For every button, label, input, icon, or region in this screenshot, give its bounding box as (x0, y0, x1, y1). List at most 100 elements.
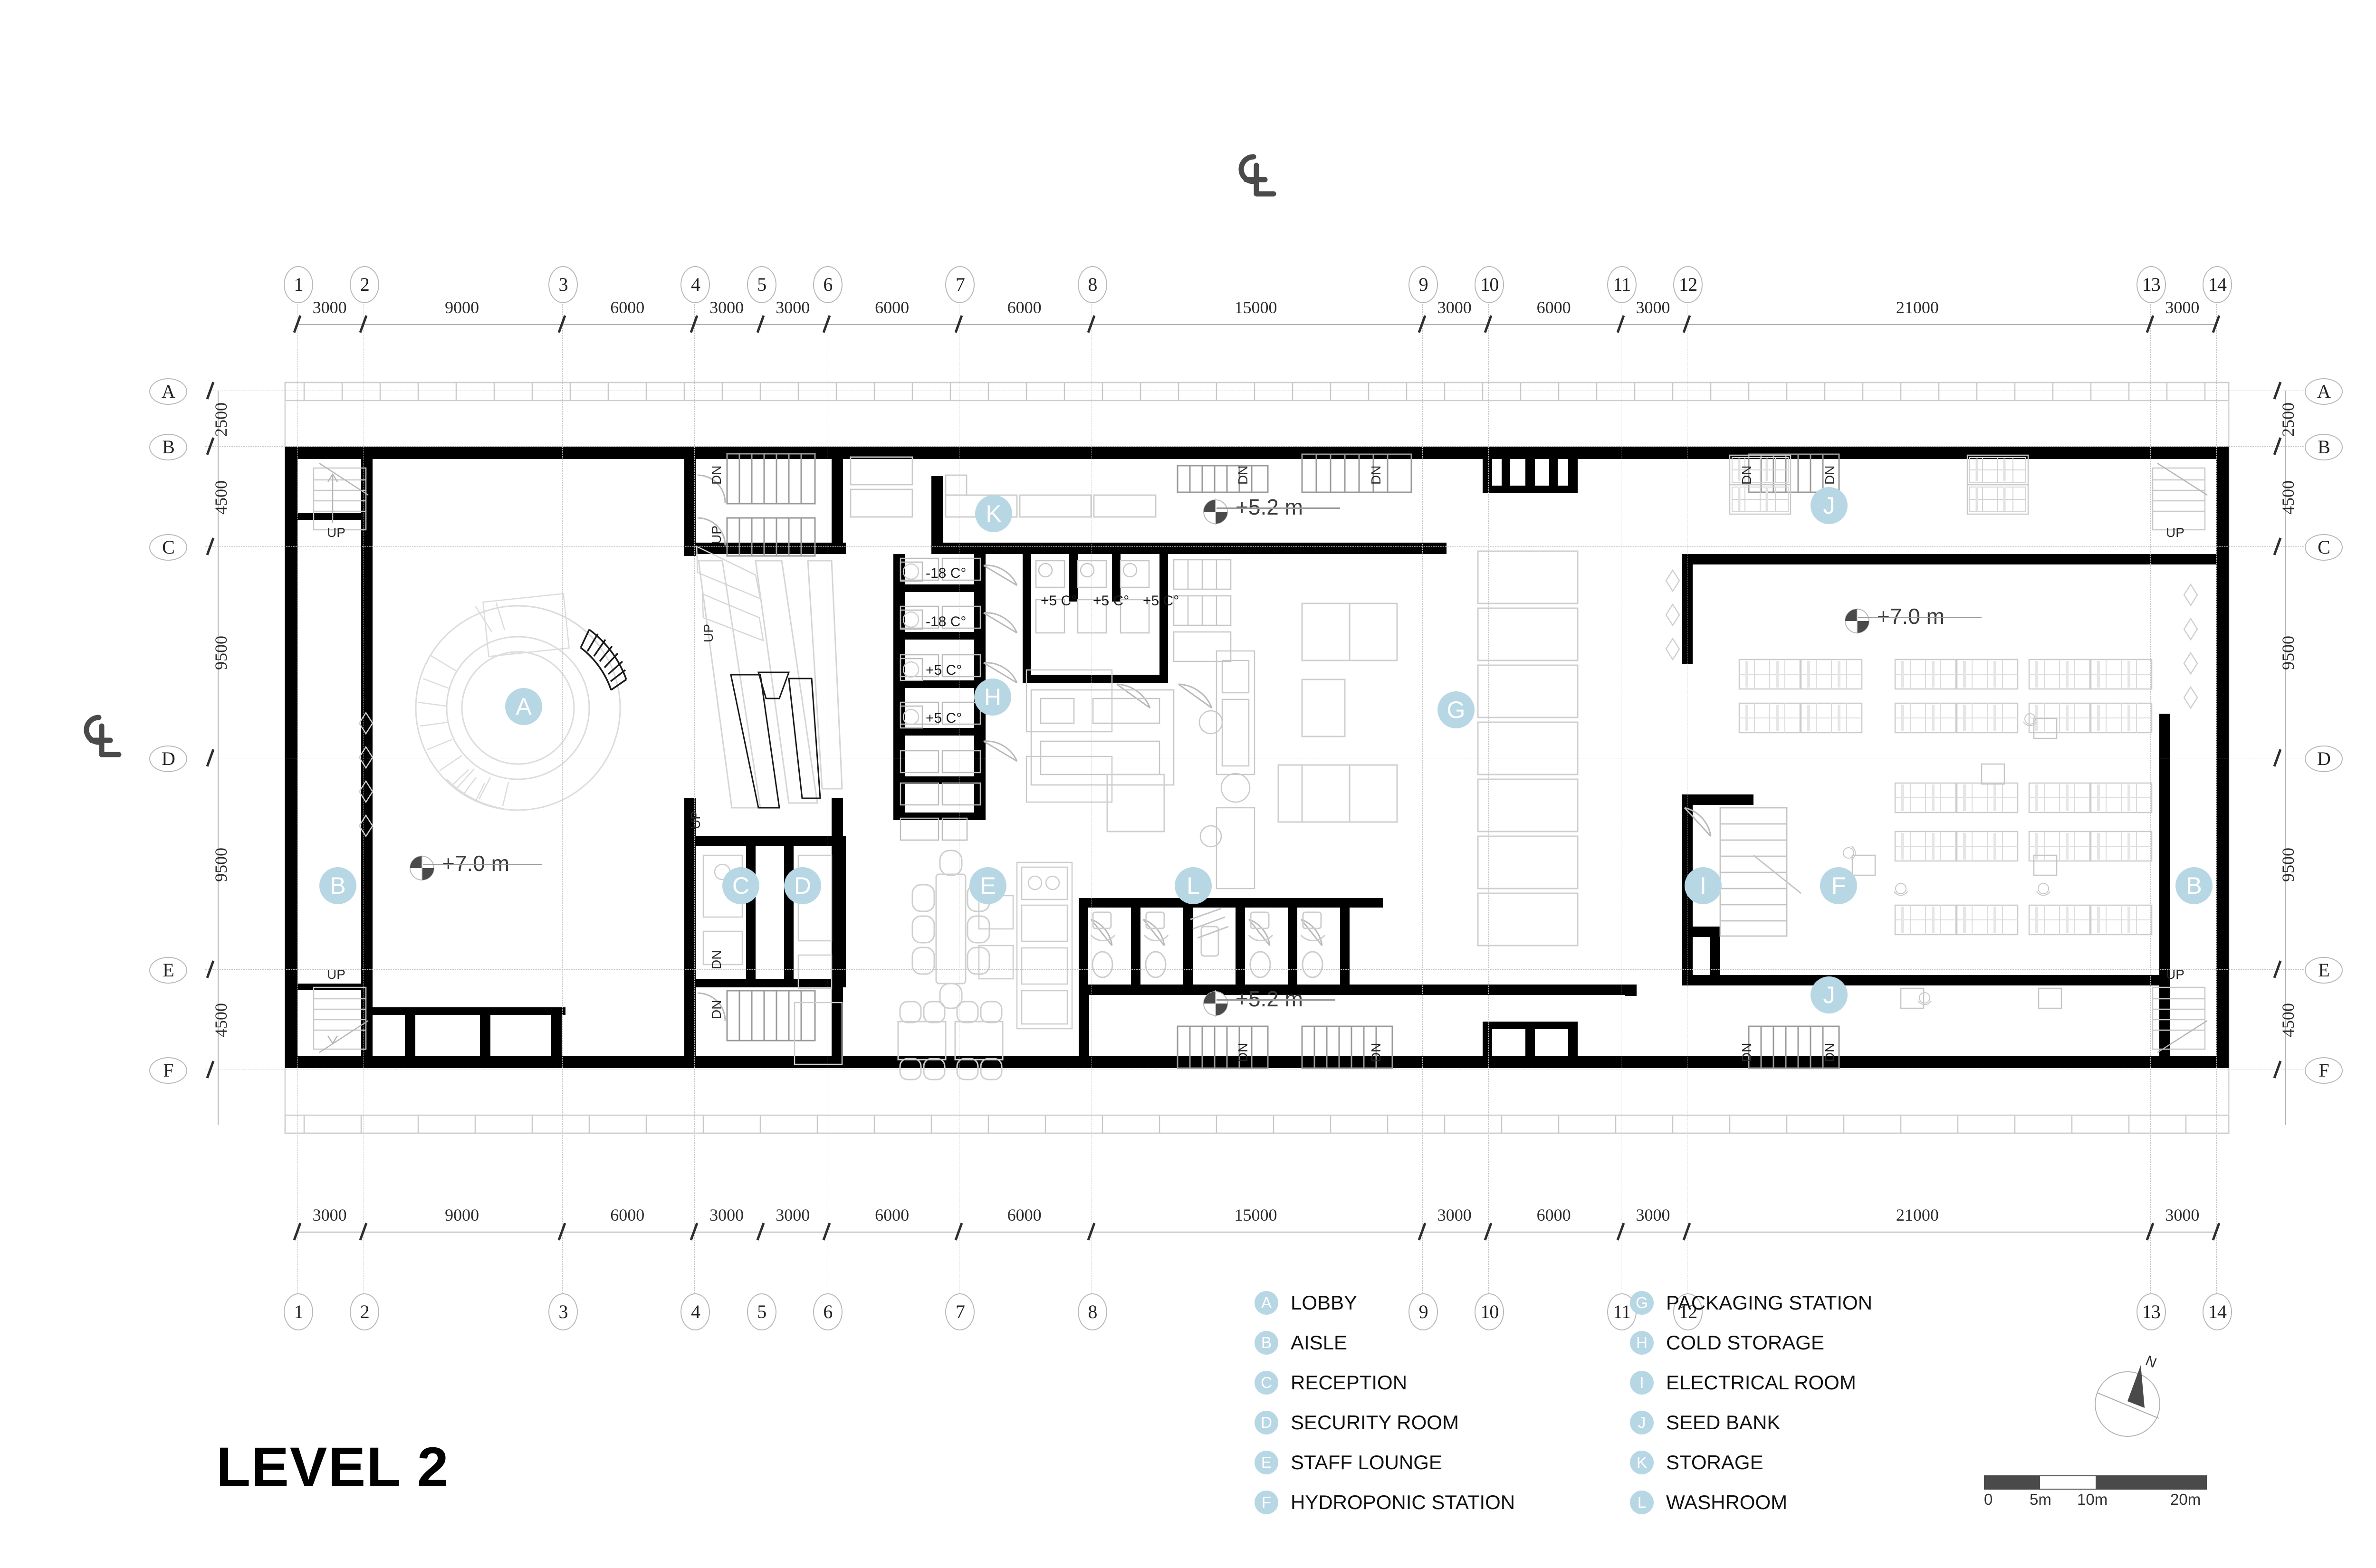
right-vertical-dimension-4: 4500 (2279, 1003, 2298, 1038)
grid-bubble-right-F[interactable]: F (2305, 1057, 2343, 1084)
grid-bubble-top-9[interactable]: 9 (1408, 266, 1438, 303)
legend-label-e: STAFF LOUNGE (1291, 1451, 1442, 1473)
room-marker-packaging-station[interactable]: G (1437, 691, 1475, 728)
room-marker-cold-storage[interactable]: H (974, 679, 1011, 716)
room-marker-hydroponic-station[interactable]: F (1820, 867, 1857, 904)
elevation-symbol-icon (1203, 990, 1228, 1017)
grid-line-horizontal-E (205, 969, 2323, 970)
grid-line-vertical-14 (2216, 304, 2217, 1293)
elevation-tag-3: +7.0 m (1844, 603, 1982, 639)
legend-badge-c: C (1255, 1371, 1278, 1395)
legend-badge-i: I (1630, 1371, 1654, 1395)
room-marker-aisle-left[interactable]: B (319, 867, 356, 904)
grid-bubble-bottom-9[interactable]: 9 (1408, 1293, 1438, 1330)
grid-bubble-right-A[interactable]: A (2305, 378, 2343, 405)
left-vertical-dimension-1: 4500 (211, 480, 230, 515)
legend-label-i: ELECTRICAL ROOM (1666, 1371, 1856, 1394)
grid-bubble-top-10[interactable]: 10 (1475, 266, 1504, 303)
grid-bubble-top-6[interactable]: 6 (813, 266, 843, 303)
right-vertical-dimension-2: 9500 (2279, 636, 2298, 670)
grid-bubble-left-E[interactable]: E (149, 957, 187, 984)
grid-bubble-bottom-1[interactable]: 1 (284, 1293, 313, 1330)
elevation-value: +7.0 m (1877, 604, 1945, 629)
grid-bubble-bottom-7[interactable]: 7 (945, 1293, 975, 1330)
room-marker-security-room[interactable]: D (784, 867, 821, 904)
left-vertical-dimension-4: 4500 (211, 1003, 230, 1038)
room-marker-electrical-room[interactable]: I (1685, 867, 1722, 904)
grid-bubble-top-13[interactable]: 13 (2136, 266, 2166, 303)
stair-label-dn-1: DN (709, 465, 724, 485)
top-dimension-5: 6000 (875, 298, 910, 317)
grid-bubble-bottom-11[interactable]: 11 (1607, 1293, 1637, 1330)
scale-tick-0: 0 (1984, 1491, 1993, 1508)
grid-bubble-bottom-4[interactable]: 4 (680, 1293, 710, 1330)
bottom-dimension-0: 3000 (312, 1205, 347, 1224)
grid-bubble-left-B[interactable]: B (149, 434, 187, 461)
room-marker-staff-lounge[interactable]: E (969, 867, 1006, 904)
stair-label-up-7: UP (2166, 967, 2184, 982)
room-marker-reception[interactable]: C (722, 867, 759, 904)
grid-line-vertical-13 (2150, 304, 2151, 1293)
grid-bubble-top-12[interactable]: 12 (1673, 266, 1703, 303)
grid-line-horizontal-B (205, 446, 2323, 447)
grid-bubble-top-11[interactable]: 11 (1607, 266, 1637, 303)
scale-bar-segments (1984, 1475, 2207, 1490)
grid-bubble-right-B[interactable]: B (2305, 434, 2343, 461)
grid-bubble-bottom-13[interactable]: 13 (2136, 1293, 2166, 1330)
room-marker-seed-bank-top[interactable]: J (1811, 487, 1848, 524)
grid-bubble-bottom-3[interactable]: 3 (548, 1293, 578, 1330)
grid-bubble-bottom-2[interactable]: 2 (350, 1293, 380, 1330)
temp-label-5: +5 C° (1041, 593, 1077, 609)
grid-bubble-bottom-5[interactable]: 5 (747, 1293, 776, 1330)
top-dimension-4: 3000 (776, 298, 810, 317)
grid-bubble-top-2[interactable]: 2 (350, 266, 380, 303)
grid-bubble-bottom-12[interactable]: 12 (1673, 1293, 1703, 1330)
elevation-tag-4: +5.2 m (1202, 986, 1335, 1021)
scale-tick-10: 10m (2077, 1491, 2108, 1508)
grid-bubble-left-D[interactable]: D (149, 746, 187, 772)
grid-bubble-top-7[interactable]: 7 (945, 266, 975, 303)
room-marker-seed-bank-bottom[interactable]: J (1811, 976, 1848, 1013)
scale-tick-5: 5m (2030, 1491, 2051, 1508)
grid-bubble-right-E[interactable]: E (2305, 957, 2343, 984)
grid-bubble-left-C[interactable]: C (149, 534, 187, 561)
grid-bubble-top-4[interactable]: 4 (680, 266, 710, 303)
room-marker-lobby[interactable]: A (505, 688, 542, 725)
legend-badge-d: D (1255, 1411, 1278, 1434)
stair-label-dn-3: DN (709, 950, 724, 969)
grid-bubble-bottom-14[interactable]: 14 (2203, 1293, 2232, 1330)
grid-bubble-top-3[interactable]: 3 (548, 266, 578, 303)
grid-bubble-top-14[interactable]: 14 (2203, 266, 2232, 303)
scale-tick-20: 20m (2170, 1491, 2201, 1508)
room-marker-washroom[interactable]: L (1175, 867, 1212, 904)
grid-bubble-right-C[interactable]: C (2305, 534, 2343, 561)
grid-bubble-top-5[interactable]: 5 (747, 266, 776, 303)
grid-bubble-top-1[interactable]: 1 (284, 266, 313, 303)
grid-bubble-bottom-6[interactable]: 6 (813, 1293, 843, 1330)
grid-bubble-left-F[interactable]: F (149, 1057, 187, 1084)
grid-bubble-bottom-8[interactable]: 8 (1077, 1293, 1107, 1330)
left-vertical-dimension-3: 9500 (211, 847, 230, 882)
legend-row-i[interactable]: I ELECTRICAL ROOM (1630, 1363, 1872, 1403)
grid-bubble-right-D[interactable]: D (2305, 746, 2343, 772)
grid-bubble-top-8[interactable]: 8 (1077, 266, 1107, 303)
centerline-symbol-left (81, 713, 124, 772)
room-marker-aisle-right[interactable]: B (2175, 867, 2213, 904)
grid-bubble-bottom-10[interactable]: 10 (1475, 1293, 1504, 1330)
room-marker-storage[interactable]: K (975, 495, 1012, 532)
temp-label-4: +5 C° (926, 710, 962, 726)
grid-bubble-left-A[interactable]: A (149, 378, 187, 405)
